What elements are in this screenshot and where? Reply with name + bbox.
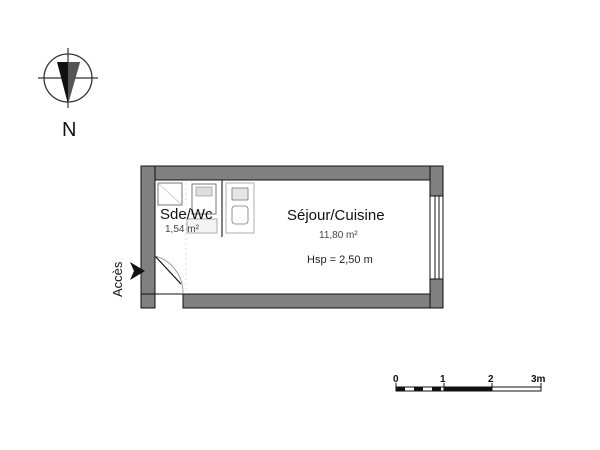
walls — [140, 165, 444, 309]
scale-bar: 0 1 2 3m — [393, 374, 546, 392]
scale-tick-1: 1 — [440, 374, 446, 385]
scale-seg-2 — [414, 387, 423, 391]
room-area-sejour-cuisine: 11,80 m² — [319, 230, 358, 241]
scale-tick-2: 2 — [488, 374, 494, 385]
washbasin — [186, 218, 218, 234]
room-name-sejour-cuisine: Séjour/Cuisine — [287, 207, 385, 224]
sink-icon — [231, 187, 249, 201]
ceiling-height-label: Hsp = 2,50 m — [307, 254, 373, 266]
wall-bottom-stub — [140, 293, 156, 309]
wall-right-bottom — [429, 278, 444, 309]
door-leaf — [154, 255, 182, 285]
north-label: N — [62, 119, 76, 141]
entrance-door: Accès — [110, 255, 184, 297]
window — [429, 196, 444, 279]
entrance-label: Accès — [110, 261, 125, 297]
compass: N — [38, 48, 98, 141]
compass-arrow-highlight — [68, 62, 80, 104]
scale-tick-3m: 3m — [531, 374, 546, 385]
room-labels: Sde/Wc 1,54 m² Séjour/Cuisine 11,80 m² H… — [160, 206, 385, 266]
wall-left — [140, 165, 156, 295]
hob-icon — [231, 205, 249, 225]
scale-seg-3 — [432, 387, 441, 391]
wall-top — [140, 165, 444, 181]
room-area-sde-wc: 1,54 m² — [165, 224, 200, 235]
scale-seg-4 — [444, 387, 492, 391]
room-name-sde-wc: Sde/Wc — [160, 206, 213, 223]
wall-bottom — [182, 293, 444, 309]
entrance-arrow-icon — [130, 262, 145, 280]
wall-right-top — [429, 165, 444, 197]
scale-tick-0: 0 — [393, 374, 399, 385]
door-swing-arc — [154, 255, 184, 295]
fixtures — [157, 180, 255, 292]
scale-seg-1 — [396, 387, 405, 391]
